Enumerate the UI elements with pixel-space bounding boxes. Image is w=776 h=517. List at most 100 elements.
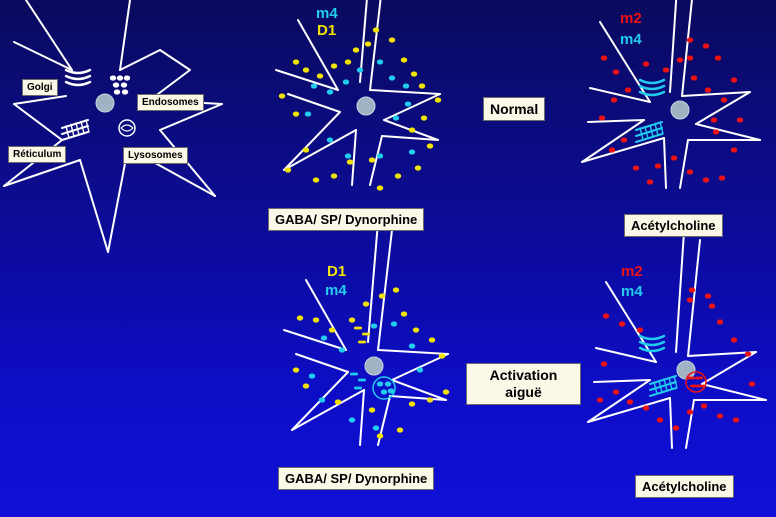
- m2-receptor-dot: [610, 97, 618, 103]
- m2-receptor-dot: [632, 165, 640, 171]
- ach-acute-neuron-nucleus: [676, 360, 696, 380]
- m2-receptor-dot: [686, 297, 694, 303]
- ach-acute-neuron-membrane: [675, 231, 685, 353]
- m4-receptor-dot: [372, 425, 380, 431]
- m2-receptor-dot: [714, 55, 722, 61]
- ach-acute-neuron-membrane: [593, 379, 651, 383]
- reference-neuron-membrane: [107, 147, 129, 253]
- m4-receptor-dot: [348, 417, 356, 423]
- m4-label-bottom-ach: m4: [621, 283, 643, 300]
- d1-receptor-dot: [426, 397, 434, 403]
- ach-acute-neuron-membrane: [701, 383, 767, 401]
- ach-normal-reticulum: [635, 127, 663, 137]
- ach-normal-neuron-membrane: [581, 137, 665, 163]
- gaba-acute-neuron-membrane: [377, 229, 393, 351]
- gaba-normal-neuron-membrane: [287, 93, 341, 113]
- m2-receptor-dot: [686, 37, 694, 43]
- m2-receptor-dot: [704, 87, 712, 93]
- reference-neuron-membrane: [13, 103, 63, 141]
- d1-receptor-dot: [434, 97, 442, 103]
- ach-normal-reticulum: [649, 124, 654, 138]
- d1-receptor-dot: [278, 93, 286, 99]
- m2-receptor-dot: [732, 417, 740, 423]
- m2-receptor-dot: [612, 389, 620, 395]
- m4-receptor-dot: [326, 137, 334, 143]
- d1-receptor-dot: [396, 427, 404, 433]
- d1-receptor-dot: [418, 83, 426, 89]
- internalized-m4: [376, 381, 384, 387]
- d1-receptor-dot: [378, 293, 386, 299]
- d1-receptor-dot: [400, 311, 408, 317]
- ach-normal-neuron-membrane: [663, 137, 667, 189]
- m2-receptor-dot: [712, 129, 720, 135]
- d1-receptor-dot: [442, 389, 450, 395]
- gaba-neuron-label-top: GABA/ SP/ Dynorphine: [268, 208, 425, 231]
- reference-reticulum: [85, 119, 90, 133]
- d1-receptor-dot: [330, 173, 338, 179]
- d1-receptor-dot: [438, 353, 446, 359]
- m2-receptor-dot: [704, 293, 712, 299]
- reference-neuron-membrane: [159, 49, 191, 71]
- ach-acute-neuron-membrane: [687, 239, 701, 357]
- d1-receptor-dot: [410, 71, 418, 77]
- m2-receptor-dot: [730, 77, 738, 83]
- m4-receptor-dot: [388, 75, 396, 81]
- m2-receptor-dot: [748, 381, 756, 387]
- internalized-m4: [380, 389, 388, 395]
- ach-normal-neuron-membrane: [589, 87, 651, 103]
- internalized-m2: [690, 384, 698, 388]
- internalized-m2: [697, 384, 705, 388]
- m2-label-bottom-ach: m2: [621, 263, 643, 280]
- activation-line2: aiguë: [505, 384, 542, 400]
- d1-receptor-dot: [312, 177, 320, 183]
- ach-acute-lysosome: [685, 371, 707, 393]
- m2-receptor-dot: [602, 313, 610, 319]
- d1-label-bottom-gaba: D1: [327, 263, 347, 280]
- m4-receptor-dot: [376, 59, 384, 65]
- d1-receptor-dot: [362, 301, 370, 307]
- ach-normal-reticulum: [644, 125, 649, 140]
- reticulum-label: Réticulum: [8, 146, 67, 163]
- ach-normal-reticulum: [659, 121, 664, 135]
- m2-receptor-dot: [716, 413, 724, 419]
- reference-reticulum: [75, 122, 80, 136]
- reference-neuron-membrane: [3, 159, 81, 187]
- ach-acute-reticulum: [668, 376, 673, 391]
- d1-receptor-dot: [302, 147, 310, 153]
- m2-receptor-dot: [686, 409, 694, 415]
- m2-receptor-dot: [716, 319, 724, 325]
- activation-state-label: Activation aiguë: [466, 363, 581, 405]
- gaba-acute-neuron-membrane: [391, 353, 449, 381]
- d1-receptor-dot: [408, 127, 416, 133]
- reference-neuron-membrane: [13, 95, 67, 105]
- reference-golgi: [64, 68, 92, 75]
- m2-receptor-dot: [600, 361, 608, 367]
- m2-receptor-dot: [702, 177, 710, 183]
- m4-receptor-dot: [370, 323, 378, 329]
- lysosome-content: [120, 124, 134, 132]
- internalized-m4-dash: [358, 378, 366, 382]
- d1-receptor-dot: [330, 63, 338, 69]
- d1-receptor-dot: [408, 401, 416, 407]
- d1-receptor-dot: [414, 165, 422, 171]
- internalized-d1: [362, 332, 370, 336]
- ach-normal-neuron-membrane: [679, 139, 689, 189]
- m2-receptor-dot: [690, 75, 698, 81]
- m4-receptor-dot: [404, 101, 412, 107]
- m2-receptor-dot: [718, 175, 726, 181]
- m2-receptor-dot: [600, 55, 608, 61]
- m2-receptor-dot: [708, 303, 716, 309]
- ach-normal-neuron-nucleus: [670, 100, 690, 120]
- m2-receptor-dot: [612, 69, 620, 75]
- receptor-dots-layer: [109, 27, 756, 439]
- gaba-acute-neuron-membrane: [283, 329, 347, 351]
- d1-receptor-dot: [344, 59, 352, 65]
- d1-receptor-dot: [400, 57, 408, 63]
- endosomes-label: Endosomes: [137, 94, 204, 111]
- ach-normal-reticulum: [639, 127, 644, 141]
- m2-receptor-dot: [620, 137, 628, 143]
- reference-nucleus: [95, 93, 115, 113]
- gaba-normal-neuron-membrane: [283, 111, 341, 171]
- m2-receptor-dot: [686, 55, 694, 61]
- d1-receptor-dot: [346, 159, 354, 165]
